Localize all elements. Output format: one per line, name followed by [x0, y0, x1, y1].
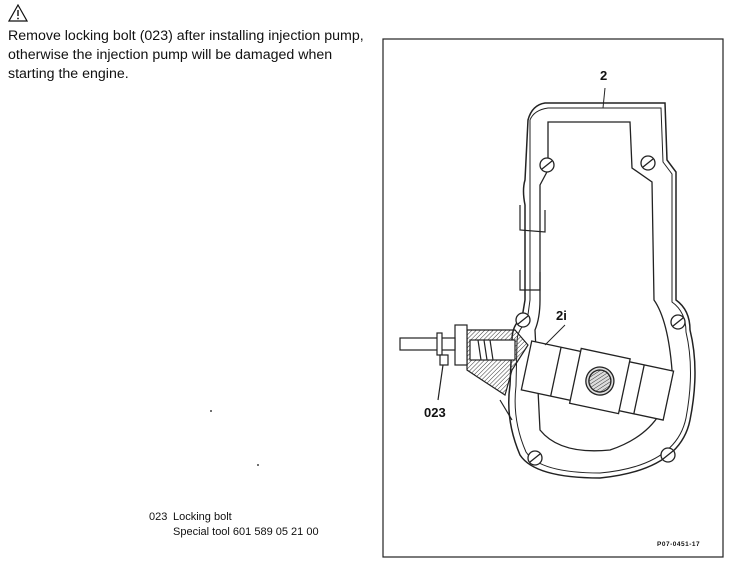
label-part-023: 023	[424, 405, 446, 420]
scan-speck	[210, 410, 212, 412]
label-part-2: 2	[600, 68, 608, 83]
gasket-outline	[508, 102, 696, 479]
figure-legend: 023 Locking bolt Special tool 601 589 05 …	[149, 510, 319, 540]
figure-frame	[382, 38, 724, 558]
screws	[515, 155, 686, 466]
legend-code: 023	[149, 511, 168, 523]
scan-speck	[257, 464, 259, 466]
pump-element	[520, 340, 675, 421]
warning-triangle-icon	[8, 4, 28, 22]
warning-text: Remove locking bolt (023) after installi…	[8, 28, 364, 82]
legend-name: Locking bolt	[173, 511, 232, 523]
figure-number: P07-0451-17	[657, 541, 701, 548]
gasket-inner	[534, 121, 673, 452]
locking-bolt	[399, 324, 529, 421]
legend-tool: Special tool 601 589 05 21 00	[173, 526, 319, 538]
label-part-2i: 2i	[556, 308, 567, 323]
